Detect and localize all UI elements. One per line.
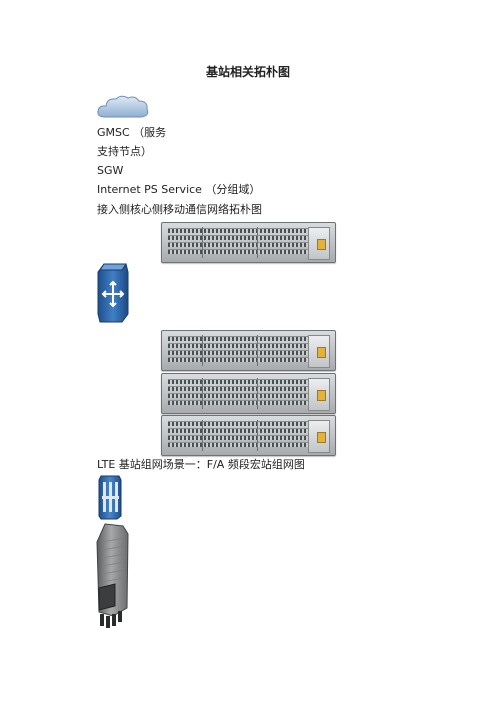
page-title: 基站相关拓朴图: [205, 65, 290, 79]
lte-scenario-caption: LTE 基站组网场景一：F/A 频段宏站组网图: [97, 458, 305, 471]
server-chassis-icon: [161, 373, 336, 414]
rru-unit-icon: [96, 523, 129, 628]
server-chassis-icon: [161, 222, 336, 263]
gmsc-text: GMSC （服务: [97, 126, 167, 139]
sgw-text: SGW: [97, 164, 124, 177]
support-node-text: 支持节点）: [97, 145, 152, 158]
internet-ps-text: Internet PS Service （分组域）: [97, 183, 261, 196]
cloud-icon: [97, 95, 149, 118]
server-chassis-icon: [161, 415, 336, 456]
router-switch-icon: [97, 263, 129, 323]
topology-caption: 接入侧核心侧移动通信网络拓朴图: [97, 203, 262, 216]
bbu-module-icon: [98, 475, 122, 520]
server-chassis-icon: [161, 330, 336, 371]
